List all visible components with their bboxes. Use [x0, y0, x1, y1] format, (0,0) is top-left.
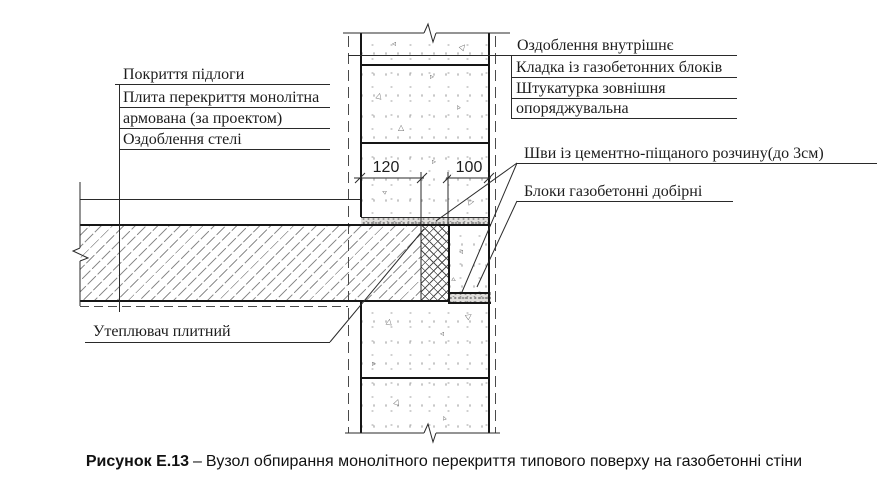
block-joint-line: [360, 377, 490, 379]
break-symbol: [423, 422, 437, 444]
lower-mortar-joint-band: [448, 292, 491, 302]
infill-block-bottom-line: [448, 292, 490, 294]
figure-caption-text: Вузол обпирання монолітного перекриття т…: [205, 453, 803, 470]
wall-outer-face: [488, 33, 490, 433]
infill-blocks-label: Блоки газобетонні добірні: [524, 183, 703, 200]
figure-caption-label: Рисунок Е.13: [85, 453, 189, 470]
floor-callout-underline: [115, 84, 330, 85]
dim-tick: [483, 172, 495, 184]
interior-finish-dashed-line: [348, 36, 349, 433]
wall-callout-underline: [511, 98, 737, 99]
infill-block-left-edge: [448, 225, 450, 302]
dimension-120: 120: [368, 160, 404, 176]
floor-callout-underline: [119, 149, 330, 150]
mortar-band-top-line: [361, 217, 489, 218]
wall-callout-row: Штукатурка зовнішня: [516, 80, 666, 97]
break-symbol: [71, 247, 90, 262]
wall-callout-row: Оздоблення внутрішнє: [517, 37, 674, 54]
wall-callout-vertical: [511, 55, 512, 118]
wall-callout-section-line: [348, 55, 737, 56]
exterior-plaster-dashed-line: [495, 36, 496, 433]
aggregate-triangle-icon: ▹: [430, 72, 435, 81]
wall-inner-face-lower: [360, 302, 362, 433]
wall-callout-row: Кладка із газобетонних блоків: [516, 59, 723, 76]
mortar-joints-underline: [517, 163, 877, 164]
insulation-label: Утеплювач плитний: [93, 323, 231, 340]
floor-callout-row: армована (за проектом): [123, 110, 283, 127]
dimension-100: 100: [451, 160, 487, 176]
aggregate-triangle-icon: ◃: [392, 39, 397, 48]
slab-top-line: [80, 224, 491, 226]
slab-bottom-line: [80, 300, 449, 302]
block-joint-line: [360, 142, 490, 144]
aggregate-triangle-icon: ▹: [372, 359, 377, 368]
leader-insulation: [329, 228, 425, 343]
floor-callout-vertical: [119, 84, 120, 312]
insulation-crosshatch: [421, 225, 448, 300]
wall-callout-row: опоряджувальна: [516, 100, 629, 117]
ceiling-finish-dashed-line: [80, 306, 348, 307]
leader-mortar-upper: [435, 162, 518, 222]
figure-caption: Рисунок Е.13–Вузол обпирання монолітного…: [0, 453, 888, 471]
break-symbol: [423, 22, 437, 44]
infill-block-texture: [448, 225, 489, 292]
insulation-underline: [85, 342, 330, 343]
block-joint-line: [360, 64, 490, 66]
lower-band-bottom-line: [448, 302, 491, 304]
dim-tick: [416, 172, 428, 184]
aggregate-triangle-icon: ◃: [459, 247, 464, 256]
aggregate-triangle-icon: △: [398, 123, 405, 132]
dim-tick: [354, 172, 366, 184]
floor-covering-line: [80, 199, 360, 200]
leader-infill-block: [476, 200, 518, 288]
floor-callout-row: Плита перекриття монолітна: [123, 89, 320, 106]
infill-blocks-underline: [517, 201, 733, 202]
wall-inner-face-upper: [360, 33, 362, 217]
floor-callout-row: Покриття підлоги: [123, 66, 245, 83]
floor-callout-underline: [119, 107, 330, 108]
lower-wall-masonry-texture: [360, 302, 489, 433]
wall-callout-underline: [511, 77, 737, 78]
figure-caption-separator: –: [192, 453, 202, 470]
mortar-joints-label: Шви із цементно-піщаного розчину(до 3см): [524, 145, 824, 162]
upper-mortar-joint-band: [361, 217, 489, 224]
wall-callout-underline: [511, 118, 737, 119]
leader-mortar-lower: [461, 162, 518, 293]
floor-callout-row: Оздоблення стелі: [123, 131, 242, 148]
aggregate-triangle-icon: ◃: [440, 329, 445, 338]
aggregate-triangle-icon: ▹: [432, 157, 437, 166]
monolithic-slab-hatch: [80, 225, 421, 300]
floor-callout-underline: [119, 128, 330, 129]
